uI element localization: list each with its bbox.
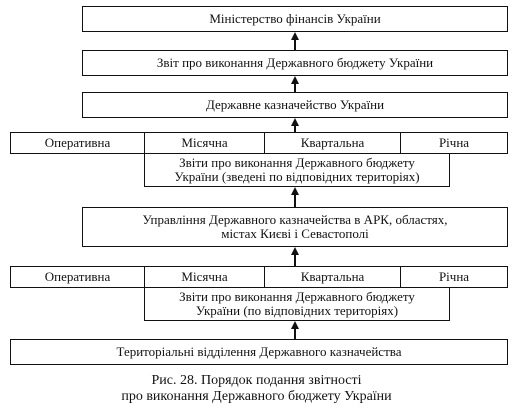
lower-reports-box: Звіти про виконання Державного бюджету У… bbox=[144, 287, 450, 321]
treasury-box: Державне казначейство України bbox=[82, 92, 508, 118]
regional-box: Управління Державного казначейства в АРК… bbox=[82, 207, 508, 247]
caption-line1: Рис. 28. Порядок подання звітності bbox=[151, 373, 362, 388]
period-label: Річна bbox=[438, 135, 470, 150]
connector bbox=[294, 195, 296, 207]
upper-reports-line2: України (зведені по відповідних територі… bbox=[174, 169, 420, 184]
period-label: Місячна bbox=[181, 135, 228, 150]
caption-line2: про виконання Державного бюджету України bbox=[121, 389, 392, 404]
report-top-box: Звіт про виконання Державного бюджету Ук… bbox=[82, 50, 508, 76]
lower-reports-line1: Звіти про виконання Державного бюджету bbox=[179, 289, 415, 304]
connector bbox=[294, 40, 296, 50]
territorial-label: Територіальні відділення Державного казн… bbox=[116, 344, 402, 359]
upper-period-bar: Оперативна Місячна Квартальна Річна bbox=[10, 132, 508, 154]
territorial-box: Територіальні відділення Державного казн… bbox=[10, 339, 508, 365]
arrow-up-icon bbox=[291, 247, 299, 255]
ministry-box: Міністерство фінансів України bbox=[82, 6, 508, 32]
period-label: Оперативна bbox=[44, 269, 111, 284]
period-monthly: Місячна bbox=[145, 133, 265, 153]
lower-period-bar: Оперативна Місячна Квартальна Річна bbox=[10, 266, 508, 288]
upper-reports-line1: Звіти про виконання Державного бюджету bbox=[179, 155, 415, 170]
period-label: Місячна bbox=[181, 269, 228, 284]
arrow-up-icon bbox=[291, 32, 299, 40]
ministry-label: Міністерство фінансів України bbox=[209, 11, 381, 26]
arrow-up-icon bbox=[291, 118, 299, 126]
period-monthly: Місячна bbox=[145, 267, 265, 287]
regional-line1: Управління Державного казначейства в АРК… bbox=[142, 212, 448, 227]
period-label: Квартальна bbox=[300, 135, 365, 150]
lower-reports-line2: України (по відповідних територіях) bbox=[195, 303, 399, 318]
arrow-up-icon bbox=[291, 187, 299, 195]
connector bbox=[294, 329, 296, 339]
period-quarterly: Квартальна bbox=[265, 267, 401, 287]
arrow-up-icon bbox=[291, 321, 299, 329]
period-label: Річна bbox=[438, 269, 470, 284]
connector bbox=[294, 84, 296, 92]
period-annual: Річна bbox=[401, 267, 507, 287]
treasury-label: Державне казначейство України bbox=[205, 97, 385, 112]
connector bbox=[294, 126, 296, 132]
arrow-up-icon bbox=[291, 76, 299, 84]
report-top-label: Звіт про виконання Державного бюджету Ук… bbox=[156, 55, 434, 70]
period-operative: Оперативна bbox=[11, 133, 145, 153]
upper-reports-box: Звіти про виконання Державного бюджету У… bbox=[144, 153, 450, 187]
connector bbox=[294, 255, 296, 266]
period-quarterly: Квартальна bbox=[265, 133, 401, 153]
period-operative: Оперативна bbox=[11, 267, 145, 287]
period-label: Квартальна bbox=[300, 269, 365, 284]
period-annual: Річна bbox=[401, 133, 507, 153]
period-label: Оперативна bbox=[44, 135, 111, 150]
figure-caption: Рис. 28. Порядок подання звітності про в… bbox=[0, 373, 513, 405]
regional-line2: містах Києві і Севастополі bbox=[221, 226, 369, 241]
